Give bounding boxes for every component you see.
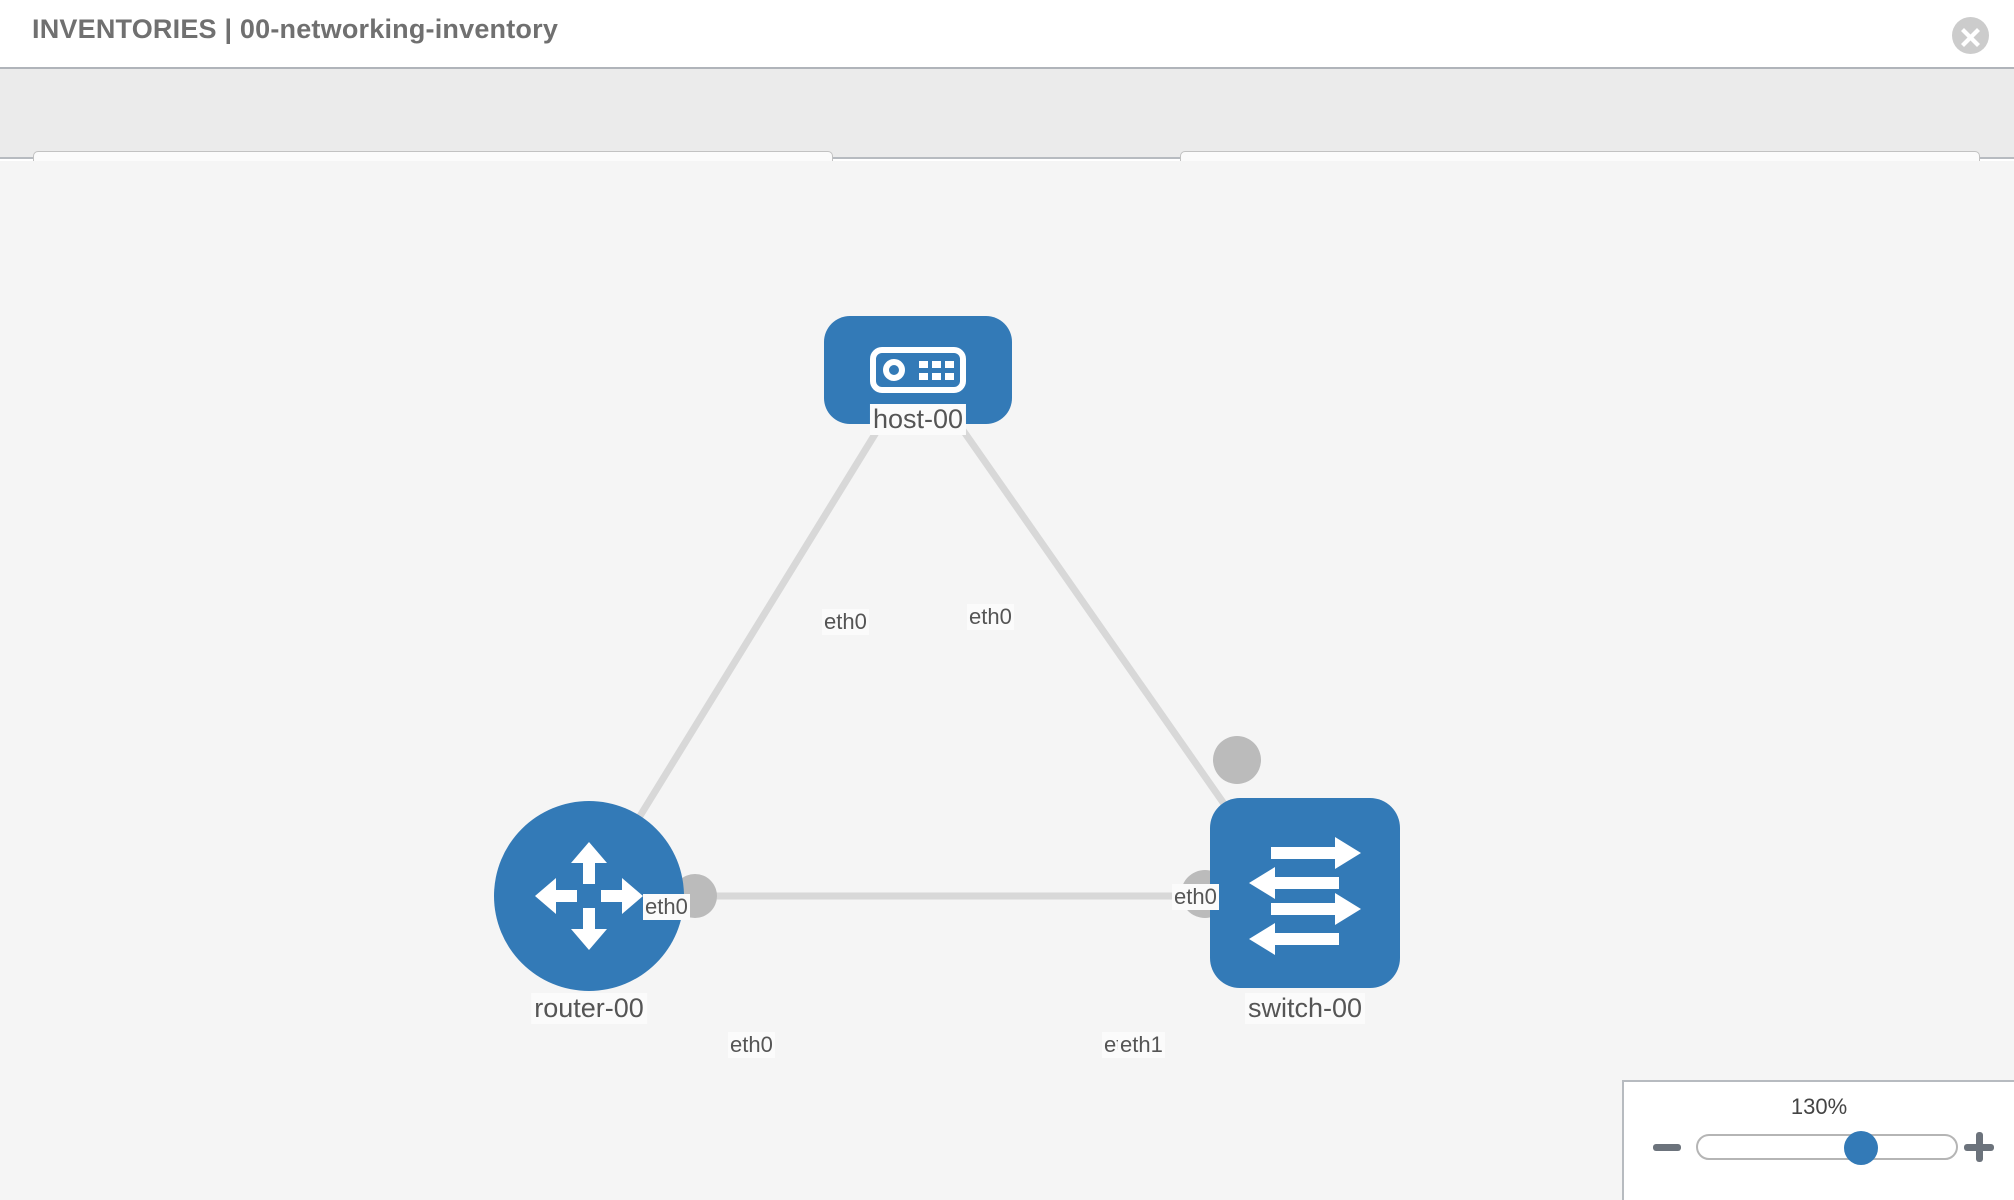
page-header: INVENTORIES | 00-networking-inventory [0, 0, 2014, 69]
switch-node-label: switch-00 [1244, 993, 1366, 1024]
edge-label-router-right: eth0 [728, 1032, 775, 1058]
toolbar: ACTIONS SEARCH [0, 69, 2014, 208]
edge-label-router-up: eth0 [643, 894, 690, 920]
page-title: INVENTORIES | 00-networking-inventory [32, 14, 559, 44]
server-icon [870, 347, 966, 393]
edge-label-host-right: eth0 [967, 604, 1014, 630]
edge-label-switch-left-b: eth1 [1118, 1032, 1165, 1058]
edge-label-host-left: eth0 [822, 609, 869, 635]
host-node-label: host-00 [869, 404, 967, 435]
edge-label-switch-up: eth0 [1172, 884, 1219, 910]
zoom-level-value: 130% [1790, 1094, 1848, 1119]
switch-node-shape[interactable] [1210, 798, 1400, 988]
topology-canvas[interactable]: host-00 router-00 [0, 161, 2014, 1200]
topology-node-switch-00[interactable]: switch-00 [1210, 798, 1400, 1024]
zoom-out-button[interactable] [1653, 1144, 1681, 1151]
zoom-slider-thumb[interactable] [1844, 1131, 1878, 1165]
switch-arrows-icon [1249, 837, 1361, 955]
close-icon[interactable] [1952, 17, 1989, 54]
router-arrows-icon [535, 842, 643, 950]
topology-node-host-00[interactable]: host-00 [824, 316, 1012, 435]
zoom-control-panel: 130% [1622, 1080, 2014, 1200]
zoom-slider[interactable] [1696, 1131, 1958, 1165]
zoom-in-button[interactable] [1964, 1132, 1994, 1162]
router-node-label: router-00 [531, 993, 647, 1024]
